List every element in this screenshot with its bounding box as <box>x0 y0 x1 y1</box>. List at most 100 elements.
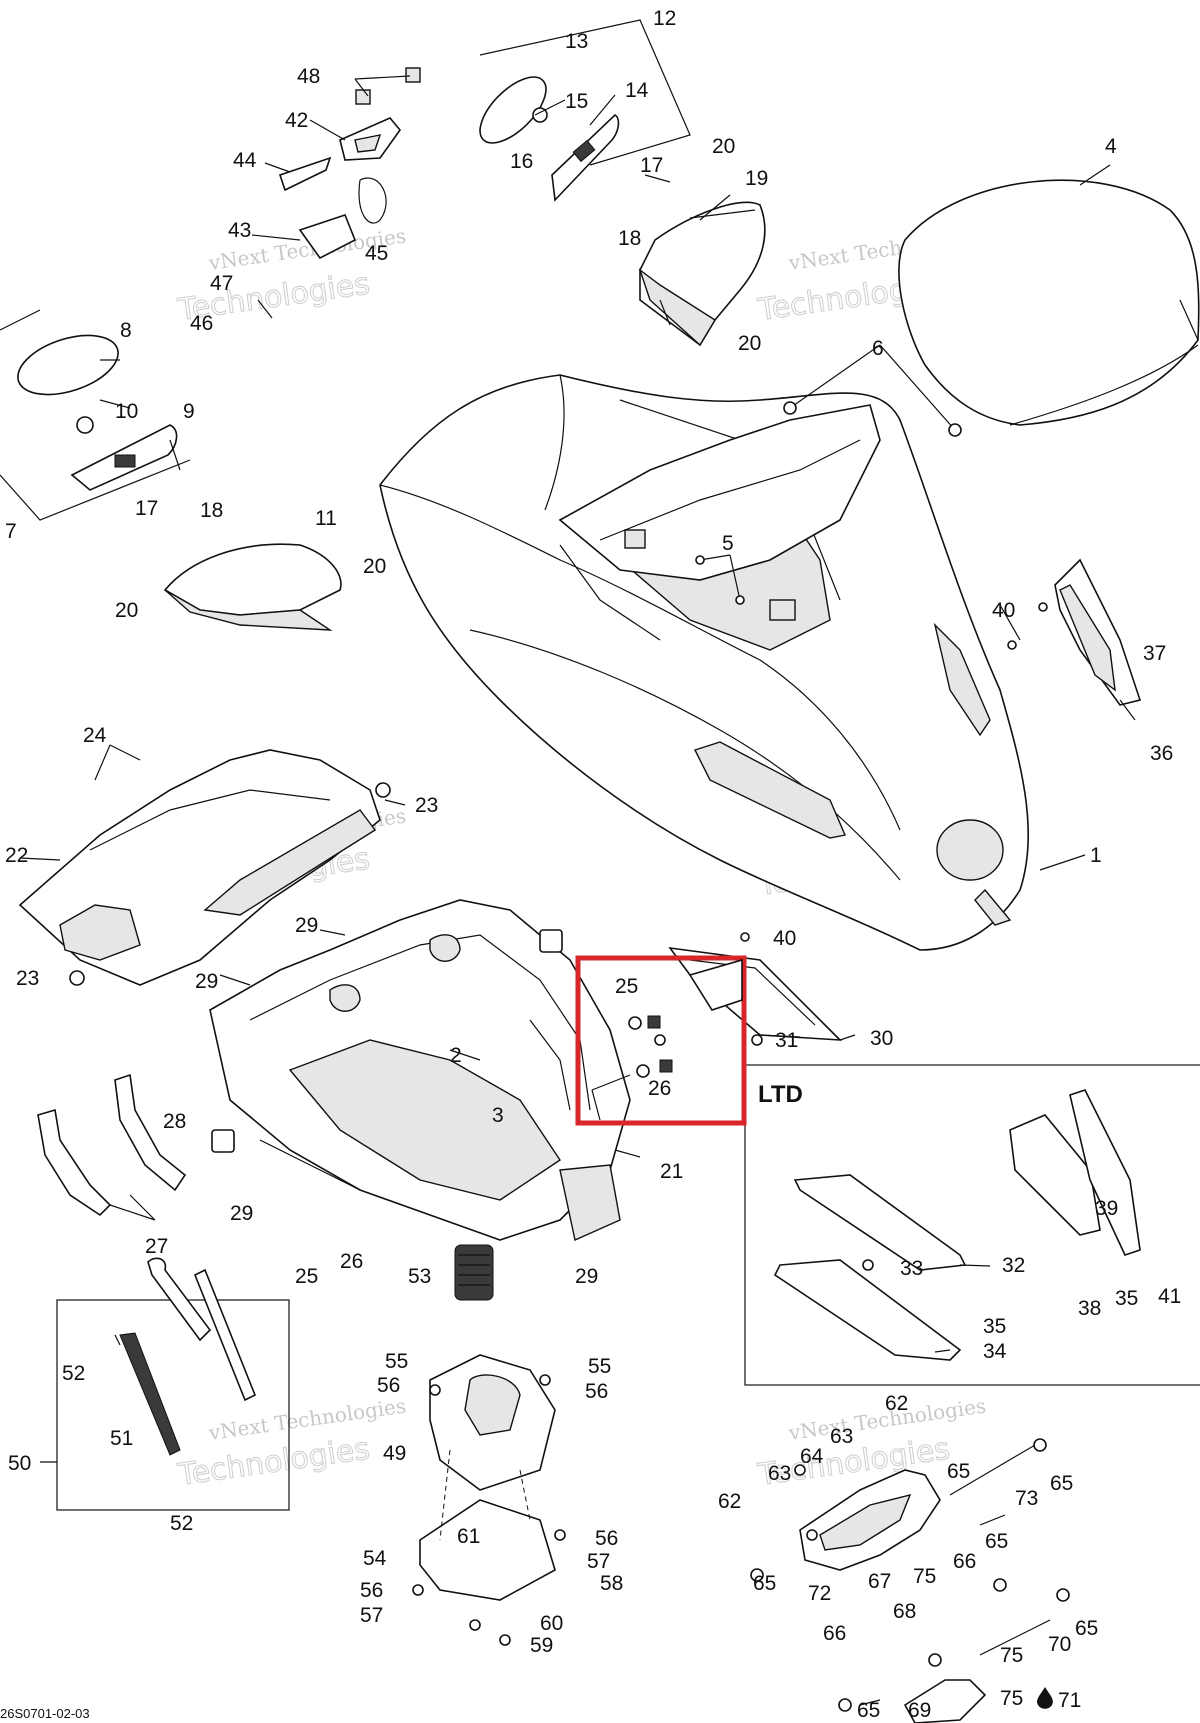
callout-57: 57 <box>360 1604 383 1627</box>
callout-62: 62 <box>718 1490 741 1513</box>
callout-23: 23 <box>415 794 438 817</box>
callout-29: 29 <box>575 1265 598 1288</box>
callout-71: 71 <box>1058 1689 1081 1712</box>
callout-9: 9 <box>183 400 195 423</box>
callout-6: 6 <box>872 337 884 360</box>
callout-72: 72 <box>808 1582 831 1605</box>
callout-73: 73 <box>1015 1487 1038 1510</box>
callout-67: 67 <box>868 1570 891 1593</box>
callout-29: 29 <box>230 1202 253 1225</box>
callout-40: 40 <box>992 599 1015 622</box>
callout-10: 10 <box>115 400 138 423</box>
callout-65: 65 <box>753 1572 776 1595</box>
callout-11: 11 <box>315 507 337 530</box>
callouts: 1 2 3 4 5 6 7 8 9 10 11 12 13 14 15 16 1… <box>5 7 1181 1722</box>
part-handle-assembly <box>257 67 421 319</box>
callout-15: 15 <box>565 90 588 113</box>
callout-43: 43 <box>228 219 251 242</box>
callout-35: 35 <box>1115 1287 1138 1310</box>
callout-20: 20 <box>115 599 138 622</box>
callout-42: 42 <box>285 109 308 132</box>
callout-20: 20 <box>738 332 761 355</box>
callout-8: 8 <box>120 319 132 342</box>
callout-58: 58 <box>600 1572 623 1595</box>
callout-32: 32 <box>1002 1254 1025 1277</box>
callout-52: 52 <box>62 1362 85 1385</box>
group-brackets <box>0 19 691 521</box>
callout-30: 30 <box>870 1027 893 1050</box>
inset-title: LTD <box>758 1081 803 1108</box>
callout-52: 52 <box>170 1512 193 1535</box>
part-mirror-glass <box>17 76 547 396</box>
callout-45: 45 <box>365 242 388 265</box>
callout-63: 63 <box>768 1462 791 1485</box>
callout-21: 21 <box>660 1160 683 1183</box>
drawing-code: 26S0701-02-03 <box>0 1706 90 1721</box>
callout-65: 65 <box>985 1530 1008 1553</box>
callout-75: 75 <box>1000 1687 1023 1710</box>
leader-lines <box>19 75 1136 1353</box>
part-mirror-plates <box>70 107 620 491</box>
part-bumpers <box>211 929 563 1301</box>
callout-56: 56 <box>595 1527 618 1550</box>
callout-37: 37 <box>1143 642 1166 665</box>
callout-63: 63 <box>830 1425 853 1448</box>
part-windshield <box>898 179 1200 426</box>
callout-44: 44 <box>233 149 257 172</box>
callout-56: 56 <box>377 1374 400 1397</box>
callout-26: 26 <box>340 1250 363 1273</box>
part-mirror-right <box>638 201 766 347</box>
callout-29: 29 <box>195 970 218 993</box>
callout-62: 62 <box>885 1392 908 1415</box>
watermark: Technologies <box>175 1431 372 1493</box>
callout-20: 20 <box>712 135 735 158</box>
callout-17: 17 <box>135 497 158 520</box>
callout-25: 25 <box>295 1265 318 1288</box>
callout-60: 60 <box>540 1612 563 1635</box>
callout-24: 24 <box>83 724 107 747</box>
callout-75: 75 <box>913 1565 936 1588</box>
callout-68: 68 <box>893 1600 916 1623</box>
callout-18: 18 <box>618 227 641 250</box>
callout-1: 1 <box>1090 844 1102 867</box>
callout-20: 20 <box>363 555 386 578</box>
callout-57: 57 <box>587 1550 610 1573</box>
callout-51: 51 <box>110 1427 133 1450</box>
callout-27: 27 <box>145 1235 168 1258</box>
callout-19: 19 <box>745 167 768 190</box>
callout-3: 3 <box>492 1104 504 1127</box>
part-left-panel <box>18 749 381 986</box>
callout-26: 26 <box>648 1077 671 1100</box>
callout-25: 25 <box>615 975 638 998</box>
callout-16: 16 <box>510 150 533 173</box>
callout-13: 13 <box>565 30 588 53</box>
callout-28: 28 <box>163 1110 186 1133</box>
watermark: vNext Technologies <box>206 1394 407 1446</box>
callout-39: 39 <box>1095 1197 1118 1220</box>
callout-65: 65 <box>857 1699 880 1722</box>
callout-75: 75 <box>1000 1644 1023 1667</box>
part-bracket-49 <box>419 1354 556 1601</box>
part-dash-frame <box>558 404 881 621</box>
callout-35: 35 <box>983 1315 1006 1338</box>
callout-54: 54 <box>363 1547 387 1570</box>
callout-40: 40 <box>773 927 796 950</box>
callout-56: 56 <box>360 1579 383 1602</box>
callout-7: 7 <box>5 520 17 543</box>
callout-41: 41 <box>1158 1285 1181 1308</box>
fasteners <box>69 401 1070 1712</box>
callout-22: 22 <box>5 844 28 867</box>
part-handle-covers <box>37 1073 187 1217</box>
callout-36: 36 <box>1150 742 1173 765</box>
callout-65: 65 <box>947 1460 970 1483</box>
callout-38: 38 <box>1078 1297 1101 1320</box>
callout-55: 55 <box>385 1350 408 1373</box>
part-mirror-left <box>163 543 342 631</box>
callout-2: 2 <box>450 1044 462 1067</box>
callout-12: 12 <box>653 7 676 30</box>
callout-66: 66 <box>953 1550 976 1573</box>
callout-46: 46 <box>190 312 213 335</box>
callout-4: 4 <box>1105 135 1117 158</box>
callout-50: 50 <box>8 1452 31 1475</box>
